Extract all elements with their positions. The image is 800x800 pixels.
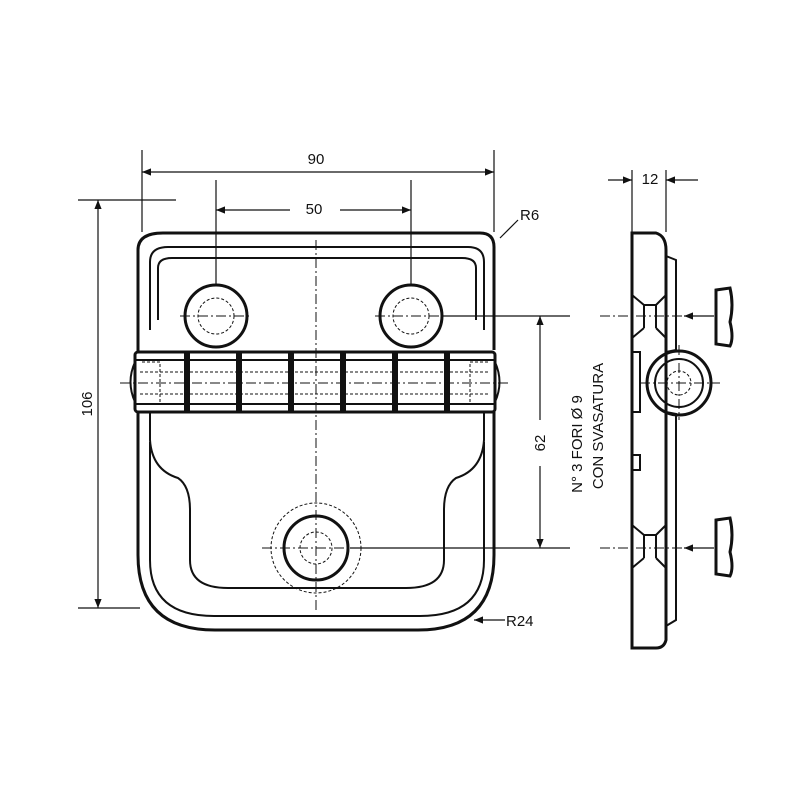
front-view [120,231,510,632]
hole-note-line1: N° 3 FORI Ø 9 [569,395,586,493]
side-screw-top [684,286,734,348]
hole-note-line2: CON SVASATURA [590,363,607,489]
hinge-barrel [120,350,510,414]
dim-106-label: 106 [79,391,96,416]
dim-62-label: 62 [532,435,549,452]
radius-top-callout: R6 [499,207,539,239]
dimension-overall-height: 106 [78,199,176,609]
dim-50-label: 50 [306,201,323,218]
hole-note: N° 3 FORI Ø 9 CON SVASATURA [569,363,607,493]
side-view [600,231,734,650]
plate-inner-top [149,246,485,330]
side-countersink-bottom [631,524,667,569]
side-screw-bottom [684,516,734,578]
hole-top-left [180,283,252,349]
side-hinge-barrel [640,345,720,420]
dim-12-label: 12 [642,171,659,188]
dimension-thickness: 12 [608,170,698,232]
radius-bottom-callout: R24 [474,613,534,630]
dimension-hole-spacing: 50 [215,180,412,285]
dim-90-label: 90 [308,151,325,168]
plate-outline [136,231,496,632]
hole-top-right [375,283,447,349]
plate-inner-bevel [157,257,477,320]
dimension-overall-width: 90 [141,150,495,232]
radius-r24-label: R24 [506,613,534,630]
side-plate-profile [630,231,668,650]
plate-lower-edge [149,442,485,617]
plate-lower-recess [149,412,485,589]
dimension-vertical-hole-spacing: 62 [350,315,570,549]
radius-r6-label: R6 [520,207,539,224]
